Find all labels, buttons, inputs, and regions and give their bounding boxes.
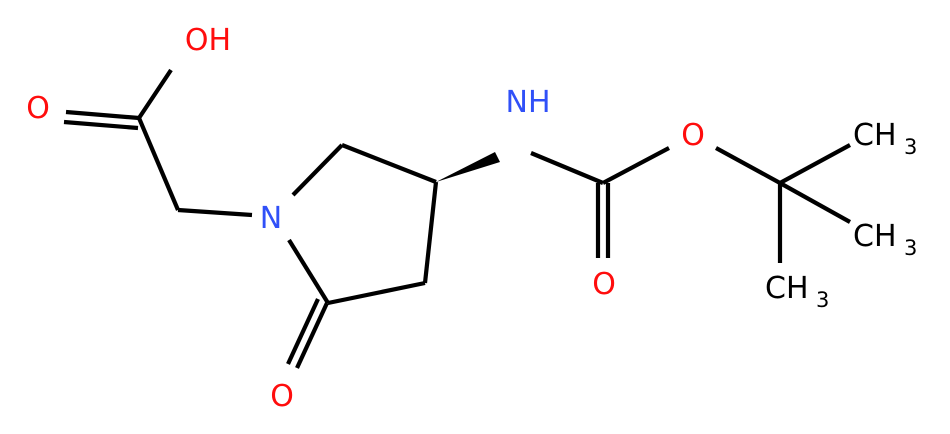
ring-nitrogen-label: N <box>260 201 282 236</box>
carbamate-carbonyl-oxygen-label: O <box>592 267 616 302</box>
bond-c-o-ester <box>602 146 670 185</box>
methyl-1-text: CH <box>853 118 897 153</box>
bond-c3-c4 <box>422 181 439 284</box>
methyl-2-subscript: 3 <box>904 236 917 260</box>
bond-lactam-co-a <box>295 302 329 369</box>
bond-tbu-me2 <box>778 181 852 224</box>
methyl-3-text: CH <box>765 271 809 306</box>
amide-nh-label: NH <box>506 85 551 120</box>
wedge-bond-c3-nh <box>436 152 500 182</box>
hydroxyl-label: OH <box>185 23 231 58</box>
lactam-oxygen-label: O <box>270 379 294 414</box>
bond-lactam-co-b <box>286 298 320 365</box>
bonds <box>63 68 852 369</box>
bond-c2-c3 <box>341 143 437 184</box>
methyl-3-label: CH 3 <box>765 271 829 312</box>
acid-carbonyl-oxygen-label: O <box>26 91 50 126</box>
bond-cooh-c-o-double-a <box>65 109 140 121</box>
bond-o-tbu <box>714 146 782 185</box>
ester-oxygen-label: O <box>681 118 705 153</box>
bond-cooh-c-ch2 <box>137 117 180 211</box>
methyl-2-label: CH 3 <box>853 219 917 260</box>
bond-tbu-me1 <box>778 143 852 185</box>
bond-nh-c <box>530 151 604 185</box>
bond-cooh-c-o-double-b <box>63 119 139 131</box>
methyl-2-text: CH <box>853 219 897 254</box>
methyl-3-subscript: 3 <box>816 288 829 312</box>
bond-cooh-c-oh <box>137 68 173 120</box>
methyl-1-subscript: 3 <box>904 135 917 159</box>
bond-ch2-n <box>177 207 253 218</box>
atom-labels: OH O N O NH O O CH 3 CH 3 CH 3 <box>26 23 917 414</box>
bond-c4-c5 <box>327 280 426 306</box>
bond-n-c2 <box>291 143 344 197</box>
bond-c5-n <box>287 238 330 305</box>
methyl-1-label: CH 3 <box>853 118 917 159</box>
